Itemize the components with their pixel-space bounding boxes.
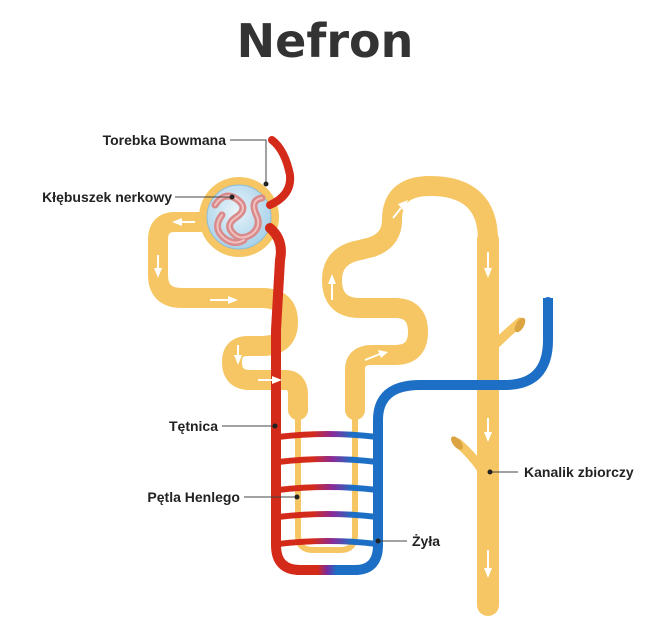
diagram-title: Nefron [236, 14, 414, 68]
label-glomerulus: Kłębuszek nerkowy [42, 189, 172, 205]
arrow-icon [272, 376, 282, 384]
arrow-icon [484, 432, 492, 442]
label-collecting-duct: Kanalik zbiorczy [524, 464, 634, 480]
arrow-icon [484, 568, 492, 578]
arrow-icon [484, 268, 492, 278]
label-bowman-capsule: Torebka Bowmana [103, 132, 227, 148]
label-loop-of-henle: Pętla Henlego [147, 489, 240, 505]
vein [325, 297, 553, 575]
arrow-icon [328, 274, 336, 284]
arrow-icon [234, 355, 242, 365]
flow-arrows [154, 200, 492, 578]
leader-lines [175, 139, 518, 544]
arrow-icon [154, 268, 162, 278]
arrow-icon [172, 218, 182, 226]
arrow-icon [378, 350, 388, 358]
peritubular-capillaries [275, 431, 380, 547]
label-vein: Żyła [412, 533, 440, 549]
arrow-icon [228, 296, 238, 304]
capillary-junction [296, 565, 358, 575]
glomerulus [211, 192, 266, 247]
arrow-icon [398, 200, 408, 211]
label-artery: Tętnica [169, 418, 218, 434]
